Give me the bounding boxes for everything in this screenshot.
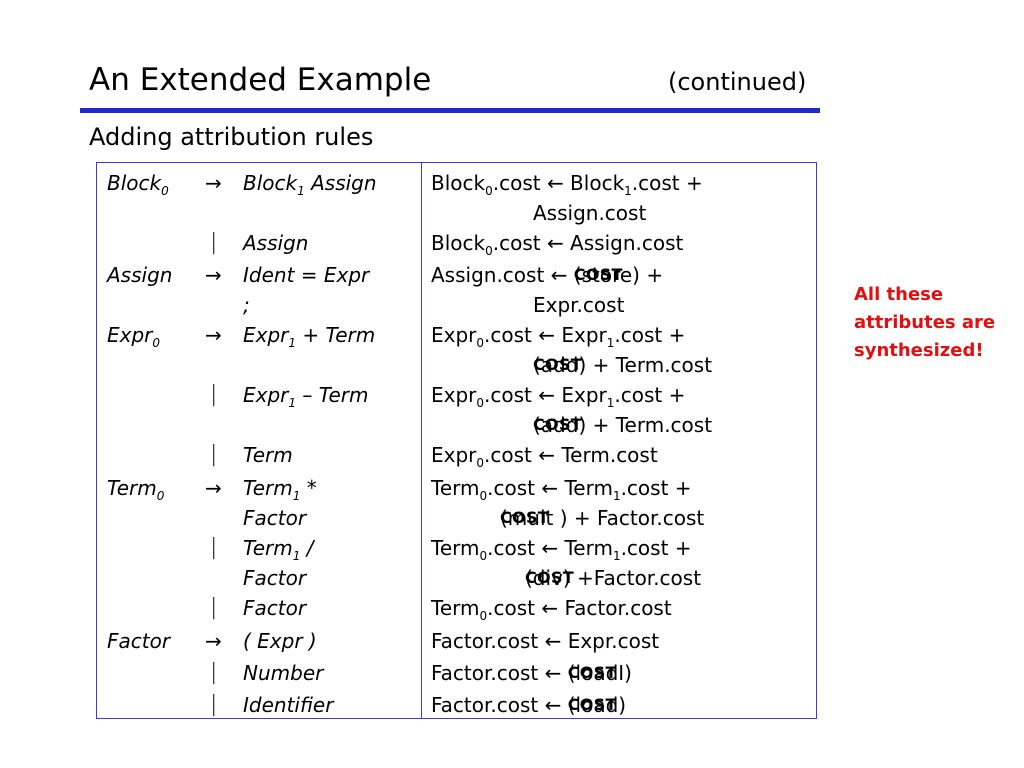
- production-rhs: Number: [243, 661, 324, 685]
- grammar-row: Expr0 → Expr1 + Term Expr0.cost ← Expr1.cos…: [0, 320, 1024, 350]
- production-rhs: Assign: [243, 231, 309, 255]
- production-arrow-icon: →: [205, 263, 222, 287]
- attribution-rule-continuation: Assign.cost: [533, 201, 647, 225]
- grammar-row: | Assign Block0.cost ← Assign.cost: [0, 228, 1024, 258]
- grammar-row-continuation: COST(add) + Term.cost: [0, 350, 1024, 380]
- slide-title-suffix: (continued): [668, 68, 807, 96]
- production-arrow-icon: →: [205, 323, 222, 347]
- production-rhs: Term: [243, 443, 293, 467]
- production-rhs-continuation: ;: [243, 293, 250, 317]
- grammar-row-continuation: COST(add) + Term.cost: [0, 410, 1024, 440]
- grammar-row: Assign → Ident = Expr Assign.cost ← COST(st…: [0, 260, 1024, 290]
- alternative-bar-icon: |: [210, 595, 218, 620]
- production-rhs-continuation: Factor: [243, 566, 307, 590]
- attribution-rule: Block0.cost ← Block1.cost +: [431, 171, 703, 198]
- grammar-row: Term0 → Term1 * Term0.cost ← Term1.cost +: [0, 473, 1024, 503]
- attribution-rule: Expr0.cost ← Expr1.cost +: [431, 383, 686, 410]
- alternative-bar-icon: |: [210, 660, 218, 685]
- production-rhs: Term1 /: [243, 536, 314, 563]
- grammar-row-continuation: Assign.cost: [0, 198, 1024, 228]
- alternative-bar-icon: |: [210, 535, 218, 560]
- production-rhs: Identifier: [243, 693, 334, 717]
- production-arrow-icon: →: [205, 629, 222, 653]
- grammar-row: | Number Factor.cost ← COST(loadI): [0, 658, 1024, 688]
- production-arrow-icon: →: [205, 171, 222, 195]
- attribution-rule-continuation: Expr.cost: [533, 293, 625, 317]
- alternative-bar-icon: |: [210, 692, 218, 717]
- alternative-bar-icon: |: [210, 382, 218, 407]
- production-lhs: Factor: [107, 629, 171, 653]
- attribution-rule-continuation: COST(add) + Term.cost: [533, 413, 713, 437]
- production-lhs: Assign: [107, 263, 173, 287]
- attribution-rule: Term0.cost ← Term1.cost +: [431, 476, 692, 503]
- attribution-rule: Block0.cost ← Assign.cost: [431, 231, 684, 258]
- production-rhs: Expr1 – Term: [243, 383, 369, 410]
- production-lhs: Term0: [107, 476, 165, 503]
- grammar-table-divider: [421, 162, 422, 719]
- production-rhs: Factor: [243, 596, 307, 620]
- grammar-row: Block0 → Block1 Assign Block0.cost ← Block1…: [0, 168, 1024, 198]
- production-rhs: Expr1 + Term: [243, 323, 376, 350]
- production-rhs: Term1 *: [243, 476, 317, 503]
- grammar-row: | Term1 / Term0.cost ← Term1.cost +: [0, 533, 1024, 563]
- attribution-rule-continuation: COST(div) +Factor.cost: [525, 566, 702, 590]
- production-rhs: Block1 Assign: [243, 171, 377, 198]
- grammar-row-continuation: ; Expr.cost: [0, 290, 1024, 320]
- production-rhs: ( Expr ): [243, 629, 317, 653]
- grammar-row: Factor → ( Expr ) Factor.cost ← Expr.cost: [0, 626, 1024, 656]
- attribution-rule: Assign.cost ← COST(store) +: [431, 263, 664, 287]
- grammar-row-continuation: Factor COST(div) +Factor.cost: [0, 563, 1024, 593]
- grammar-table: [96, 162, 817, 719]
- attribution-rule-continuation: COST(add) + Term.cost: [533, 353, 713, 377]
- grammar-row-continuation: Factor COST(mult ) + Factor.cost: [0, 503, 1024, 533]
- attribution-rule: Factor.cost ← COST(load): [431, 693, 627, 717]
- synthesized-note: All these attributes are synthesized!: [854, 284, 996, 361]
- attribution-rule: Expr0.cost ← Expr1.cost +: [431, 323, 686, 350]
- attribution-rule: Expr0.cost ← Term.cost: [431, 443, 658, 470]
- attribution-rule: Factor.cost ← COST(loadI): [431, 661, 632, 685]
- alternative-bar-icon: |: [210, 230, 218, 255]
- production-rhs: Ident = Expr: [243, 263, 370, 287]
- production-lhs: Block0: [107, 171, 169, 198]
- alternative-bar-icon: |: [210, 442, 218, 467]
- attribution-rule: Term0.cost ← Term1.cost +: [431, 536, 692, 563]
- attribution-rule: Factor.cost ← Expr.cost: [431, 629, 660, 653]
- attribution-rule: Term0.cost ← Factor.cost: [431, 596, 672, 623]
- grammar-row: | Identifier Factor.cost ← COST(load): [0, 690, 1024, 720]
- slide-title: An Extended Example: [89, 62, 432, 98]
- slide-subtitle: Adding attribution rules: [89, 123, 374, 151]
- grammar-row: | Factor Term0.cost ← Factor.cost: [0, 593, 1024, 623]
- title-underline: [80, 108, 820, 113]
- production-rhs-continuation: Factor: [243, 506, 307, 530]
- production-arrow-icon: →: [205, 476, 222, 500]
- grammar-row: | Expr1 – Term Expr0.cost ← Expr1.cost +: [0, 380, 1024, 410]
- production-lhs: Expr0: [107, 323, 161, 350]
- attribution-rule-continuation: COST(mult ) + Factor.cost: [500, 506, 705, 530]
- grammar-row: | Term Expr0.cost ← Term.cost: [0, 440, 1024, 470]
